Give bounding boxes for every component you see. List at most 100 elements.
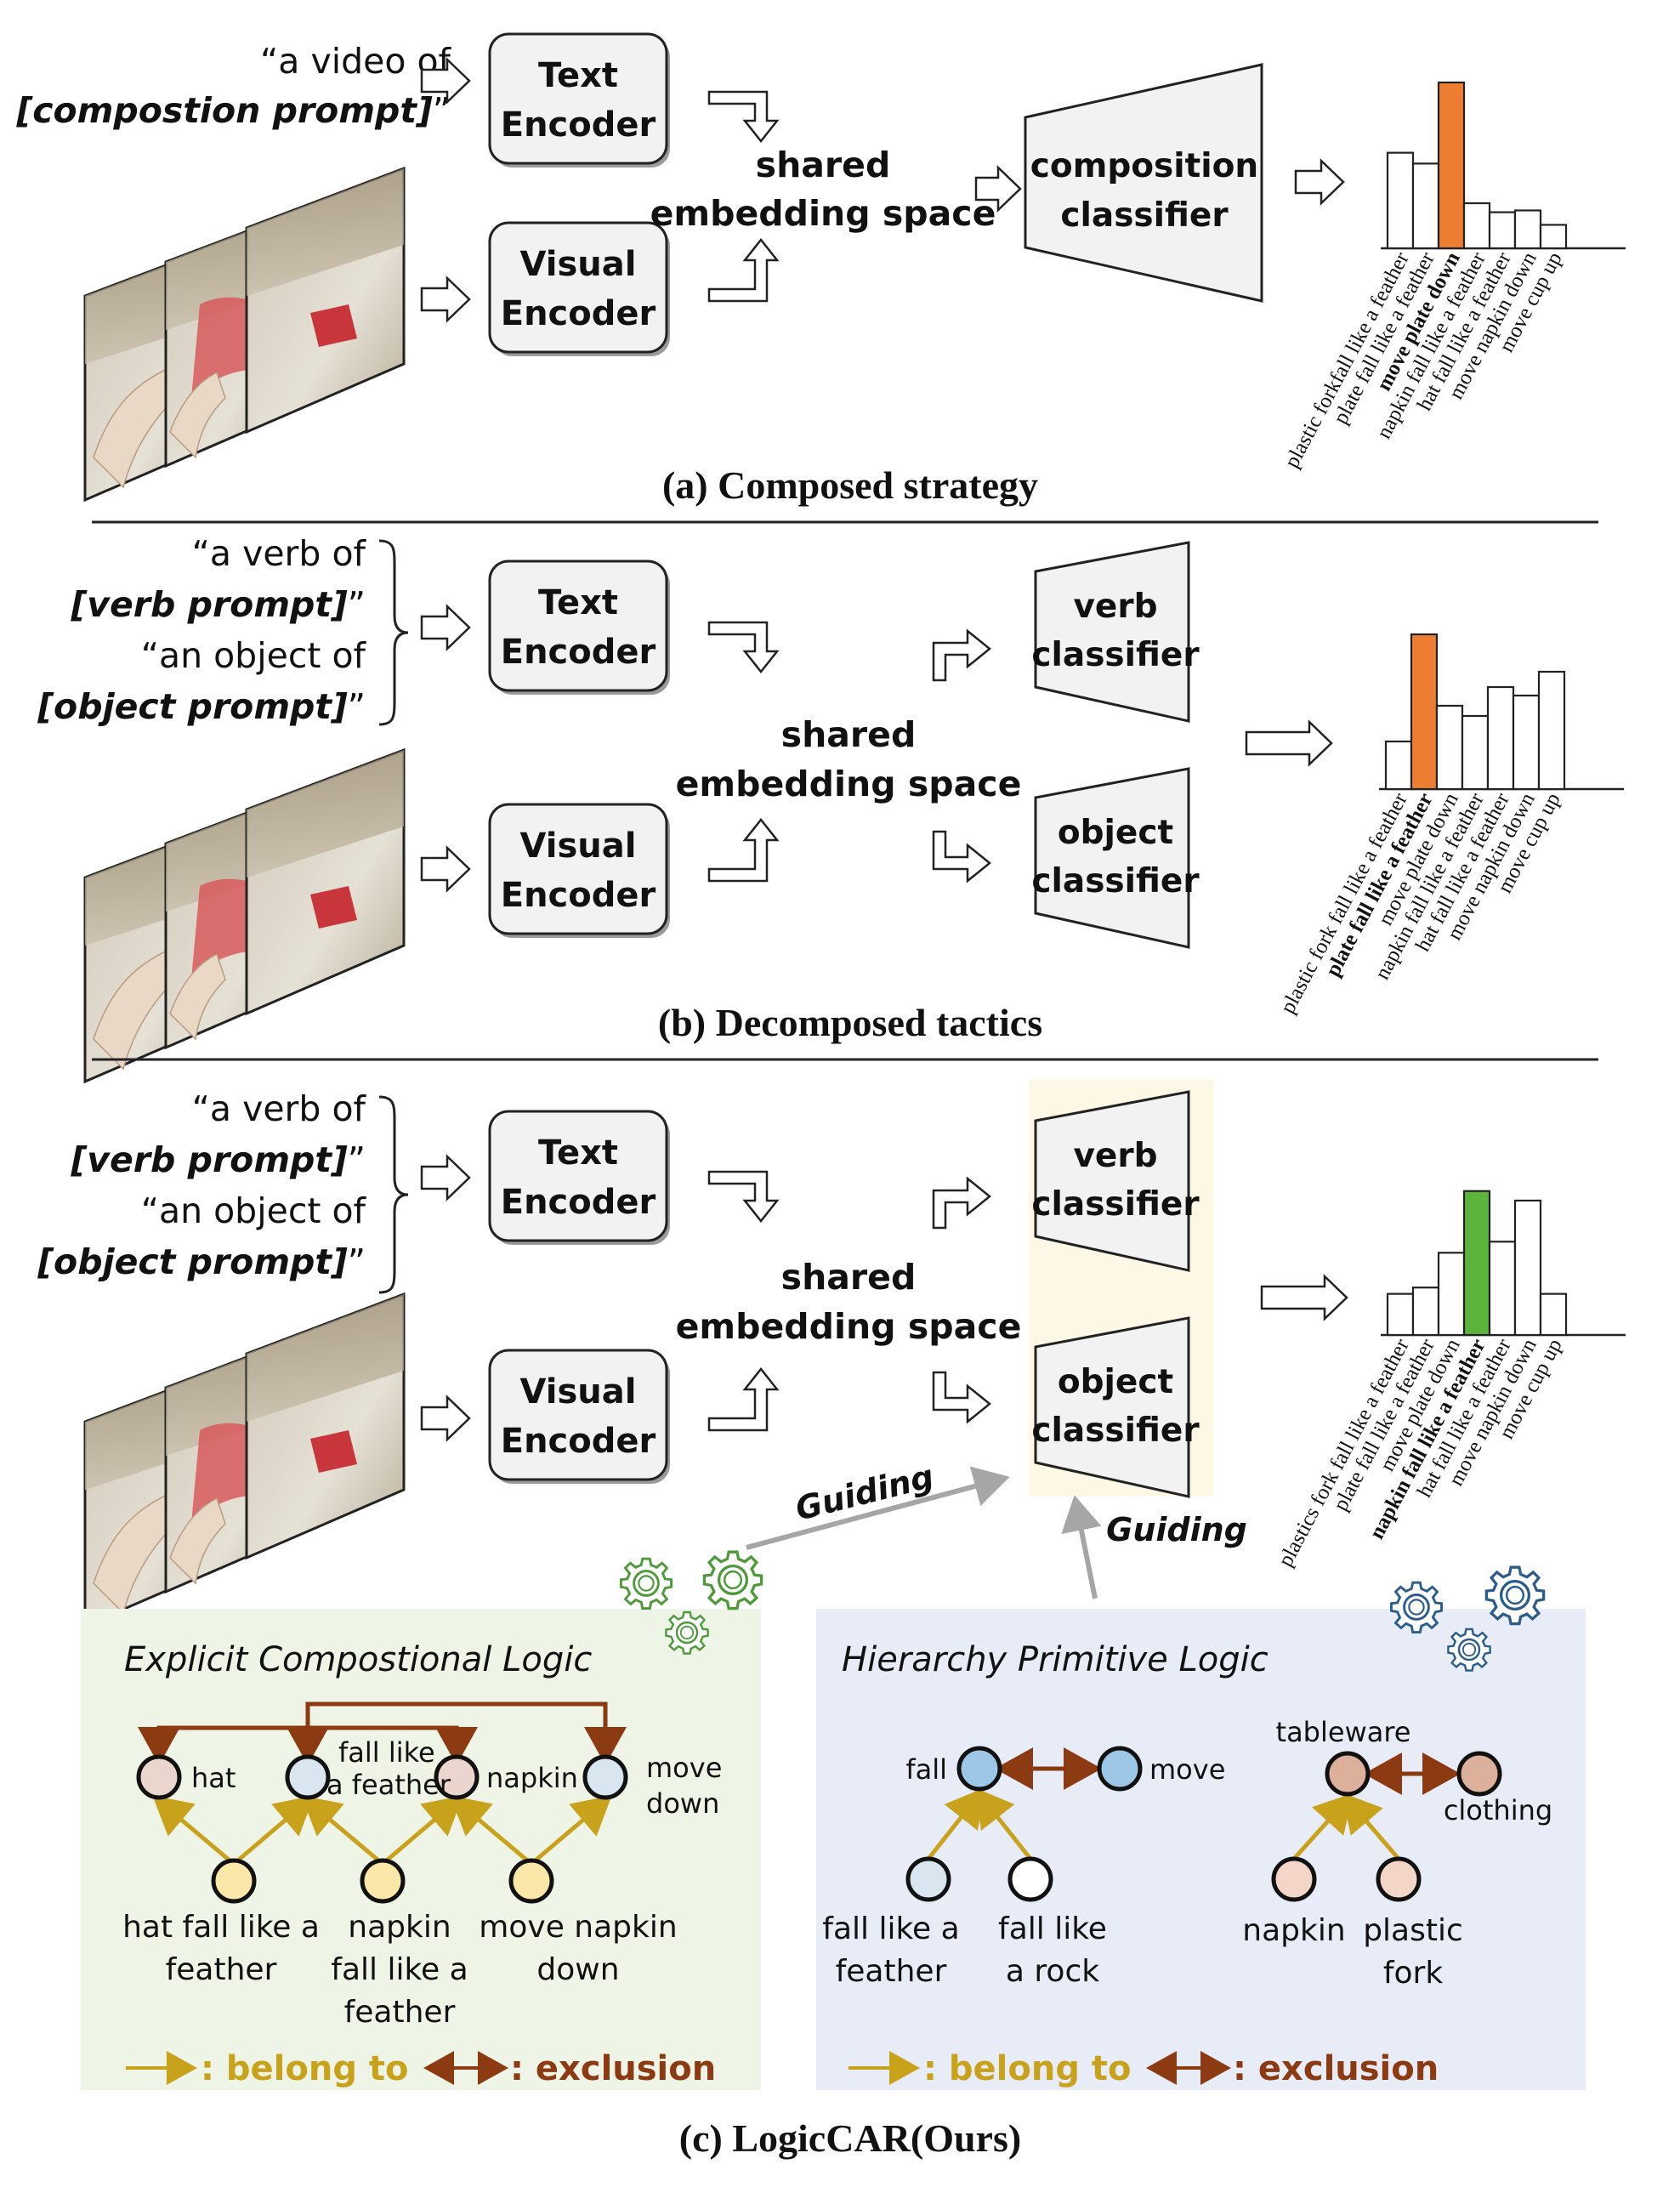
verb-leaf-1-2: feather	[836, 1954, 947, 1989]
verb-node-label-fall: fall	[905, 1753, 947, 1786]
object-classifier-b-shape	[1034, 767, 1190, 949]
belong-to-arrow	[927, 1787, 985, 1860]
explicit-top-node-4	[582, 1754, 628, 1800]
prompt-b-line-1: “a verb of	[192, 533, 367, 574]
caption-a: (a) Composed strategy	[662, 463, 1038, 507]
caption-b: (b) Decomposed tactics	[658, 1001, 1042, 1044]
panel-c: “a verb of[verb prompt]”“an object of[ob…	[37, 1080, 1626, 2160]
object-leaf-plastic-1: plastic	[1363, 1913, 1463, 1948]
hierarchy-logic-panel: Hierarchy Primitive Logic fall move fall li…	[816, 1565, 1586, 2090]
shared-line2-c: embedding space	[676, 1306, 1022, 1347]
verb-classifier-c-shape	[1034, 1090, 1190, 1272]
chart-b-bar-3	[1435, 704, 1464, 791]
caption-c: (c) LogicCAR(Ours)	[679, 2116, 1021, 2160]
belong-to-arrow	[301, 1795, 384, 1866]
chart-a-bar-5	[1488, 211, 1517, 250]
shared-line1-b: shared	[781, 714, 917, 755]
visual-encoder-a-line2: Encoder	[501, 294, 656, 333]
composition-classifier: composition classifier	[1024, 63, 1263, 303]
explicit-logic-bg	[81, 1609, 761, 2090]
text-encoder-b-line2: Encoder	[501, 633, 656, 672]
arrow-text-to-shared-c	[707, 1170, 780, 1224]
visual-encoder-a-line1: Visual	[520, 245, 637, 284]
prompt-b-line-2: [verb prompt]”	[70, 584, 366, 625]
belong-to-arrow	[1292, 1792, 1354, 1860]
composition-classifier-line2: classifier	[1060, 196, 1229, 235]
explicit-top-node-2	[285, 1754, 331, 1800]
visual-encoder-a-box	[488, 221, 668, 354]
arrow-visual-to-shared-a	[707, 237, 780, 303]
chart-b-bar-6	[1512, 694, 1541, 791]
chart-a-bar-2	[1411, 162, 1440, 250]
visual-encoder-b-box	[488, 803, 668, 935]
shared-line1-c: shared	[781, 1257, 917, 1298]
explicit-leaf-label-3-2: down	[536, 1952, 619, 1987]
composition-classifier-shape	[1024, 63, 1263, 303]
object-node-label-tableware: tableware	[1276, 1716, 1411, 1748]
arrow-cls-to-chart-a	[1294, 158, 1345, 206]
chart-c-bar-7	[1539, 1292, 1568, 1337]
brace-c	[378, 1095, 409, 1294]
visual-encoder-b-line1: Visual	[520, 827, 637, 866]
verb-node-4	[1007, 1856, 1053, 1902]
belong-to-arrow	[232, 1795, 315, 1866]
object-leaf-plastic-2: fork	[1383, 1956, 1444, 1991]
hand-shape	[169, 952, 226, 1041]
chart-c-bar-4	[1462, 1190, 1491, 1337]
explicit-bottom-node-1	[211, 1858, 257, 1904]
verb-leaf-1-1: fall like a	[822, 1911, 959, 1946]
text-encoder-c-line1: Text	[538, 1133, 618, 1173]
prompt-c: “a verb of[verb prompt]”“an object of[ob…	[37, 1088, 366, 1282]
chart-a-bar-6	[1513, 209, 1542, 250]
video-frames-a-frame-wall	[247, 168, 404, 296]
verb-node-label-move: move	[1149, 1753, 1225, 1786]
chart-b-bar-5	[1486, 685, 1515, 791]
gear-icon	[665, 1610, 709, 1655]
arrow-video-to-visual-b	[420, 845, 471, 893]
hierarchy-logic-bg	[816, 1609, 1586, 2090]
legend-belong-label: : belong to	[923, 2049, 1132, 2088]
chart-a-bar-3	[1437, 81, 1466, 250]
composition-classifier-line1: composition	[1030, 147, 1258, 185]
object-node-2	[1456, 1751, 1502, 1797]
node-label-fall-like-1: fall like	[338, 1736, 435, 1769]
video-frames-b-frame-3	[245, 747, 406, 1016]
explicit-leaf-label-1-1: hat fall like a	[122, 1910, 320, 1945]
prompt-a: “a video of[compostion prompt]”	[15, 41, 451, 131]
belong-to-arrow	[530, 1795, 612, 1866]
gear-icon	[1484, 1565, 1546, 1626]
chart-a-bar-7	[1539, 224, 1568, 250]
object-node-1	[1325, 1751, 1371, 1797]
object-node-label-clothing: clothing	[1444, 1794, 1552, 1826]
napkin-shape	[310, 304, 357, 347]
arrow-visual-to-shared-c	[707, 1366, 780, 1432]
node-label-napkin: napkin	[486, 1762, 578, 1794]
arrow-shared-to-object-b	[932, 830, 991, 883]
video-frames-c	[83, 1292, 406, 1628]
hierarchy-logic-title: Hierarchy Primitive Logic	[842, 1640, 1269, 1679]
gear-icon	[1390, 1581, 1443, 1633]
explicit-leaf-label-2-3: feather	[344, 1995, 456, 2030]
chart-c-bar-3	[1437, 1252, 1466, 1337]
node-label-hat: hat	[191, 1762, 236, 1794]
video-frames-b	[83, 747, 406, 1084]
explicit-logic-title: Explicit Compostional Logic	[124, 1640, 592, 1679]
hand-shape	[169, 371, 226, 459]
prompt-b-line-4: [object prompt]”	[37, 686, 366, 727]
object-classifier-b-line2: classifier	[1031, 862, 1200, 900]
explicit-leaf-label-2-2: fall like a	[331, 1952, 468, 1987]
guiding-arrow-explicit	[746, 1466, 1010, 1550]
explicit-bottom-node-2	[360, 1858, 406, 1904]
visual-encoder-b-line2: Encoder	[501, 876, 656, 915]
guiding-label-hierarchy: Guiding	[1106, 1511, 1247, 1548]
prompt-c-line-4: [object prompt]”	[37, 1241, 366, 1282]
verb-classifier-c-line1: verb	[1073, 1137, 1157, 1175]
shared-line2-b: embedding space	[676, 764, 1022, 804]
chart-c-bar-5	[1488, 1241, 1517, 1337]
text-encoder-b-line1: Text	[538, 583, 618, 622]
